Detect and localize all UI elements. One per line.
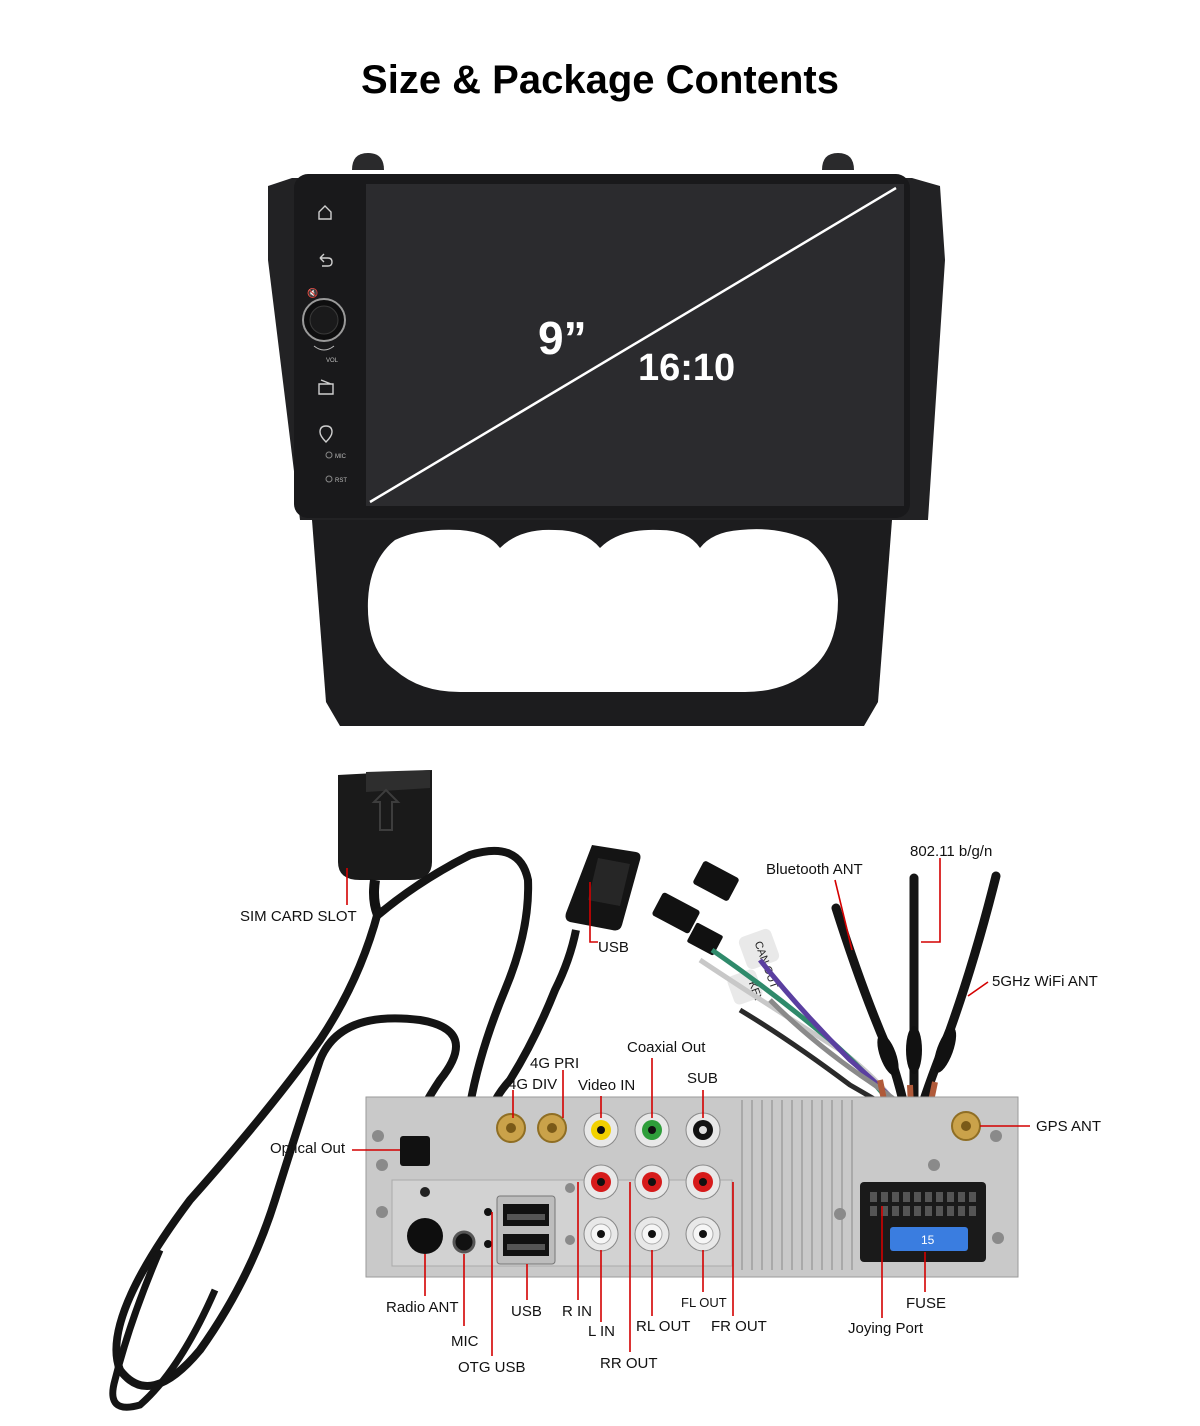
mic-label-bottom: MIC [451, 1333, 479, 1350]
page-title: Size & Package Contents [361, 58, 839, 102]
rear-panel: 15 [365, 1096, 1019, 1278]
optical-out-label: Optical Out [270, 1140, 346, 1157]
bluetooth-ant-label: Bluetooth ANT [766, 861, 863, 878]
mic-label: MIC [335, 454, 347, 460]
radio-icon[interactable] [318, 379, 334, 395]
rl-out-label: RL OUT [636, 1318, 690, 1335]
labels: SIM CARD SLOT USB Bluetooth ANT 802.11 b… [240, 843, 1101, 1376]
l-in-label: L IN [588, 1323, 615, 1340]
sim-card-slot-label: SIM CARD SLOT [240, 908, 357, 925]
fr-out-label: FR OUT [711, 1318, 767, 1335]
usb-port-label: USB [511, 1303, 542, 1320]
radio-ant-port [407, 1218, 443, 1254]
rst-label: RST [335, 478, 347, 484]
video-in-label: Video IN [578, 1077, 635, 1094]
leader-lines [346, 858, 1030, 1356]
aspect-ratio-label: 16:10 [638, 347, 735, 389]
home-icon[interactable] [318, 205, 332, 220]
back-icon[interactable] [319, 253, 333, 267]
fuse-rating: 15 [921, 1233, 935, 1247]
connector-bundle: CAN OUT KEY [652, 861, 1001, 1148]
coaxial-out-label: Coaxial Out [627, 1039, 706, 1056]
mic-port [452, 1230, 476, 1254]
r-in-label: R IN [562, 1303, 592, 1320]
fuse [890, 1227, 968, 1251]
wifi-24-label: 802.11 b/g/n [910, 843, 992, 860]
otg-usb-label: OTG USB [458, 1359, 526, 1376]
sub-label: SUB [687, 1070, 718, 1087]
hvac-cutout [367, 529, 838, 692]
radio-ant-label: Radio ANT [386, 1299, 459, 1316]
4g-pri-label: 4G PRI [530, 1055, 579, 1072]
4g-div-label: 4G DIV [508, 1076, 557, 1093]
mute-icon[interactable]: 🔇 [307, 287, 318, 299]
optical-port [400, 1136, 430, 1166]
usb-cable-label: USB [598, 939, 629, 956]
joying-port-label: Joying Port [848, 1320, 924, 1337]
sim-card-cable [109, 770, 533, 1411]
head-unit-frame: 9” 16:10 🔇 VOL MIC RST [268, 153, 945, 726]
gps-icon[interactable] [319, 425, 333, 443]
vol-label: VOL [326, 358, 339, 364]
fuse-label: FUSE [906, 1295, 946, 1312]
gps-ant-label: GPS ANT [1036, 1118, 1101, 1135]
rr-out-label: RR OUT [600, 1355, 658, 1372]
fl-out-label: FL OUT [681, 1295, 727, 1310]
wifi-5g-label: 5GHz WiFi ANT [992, 973, 1098, 990]
screen-size-label: 9” [538, 312, 587, 364]
